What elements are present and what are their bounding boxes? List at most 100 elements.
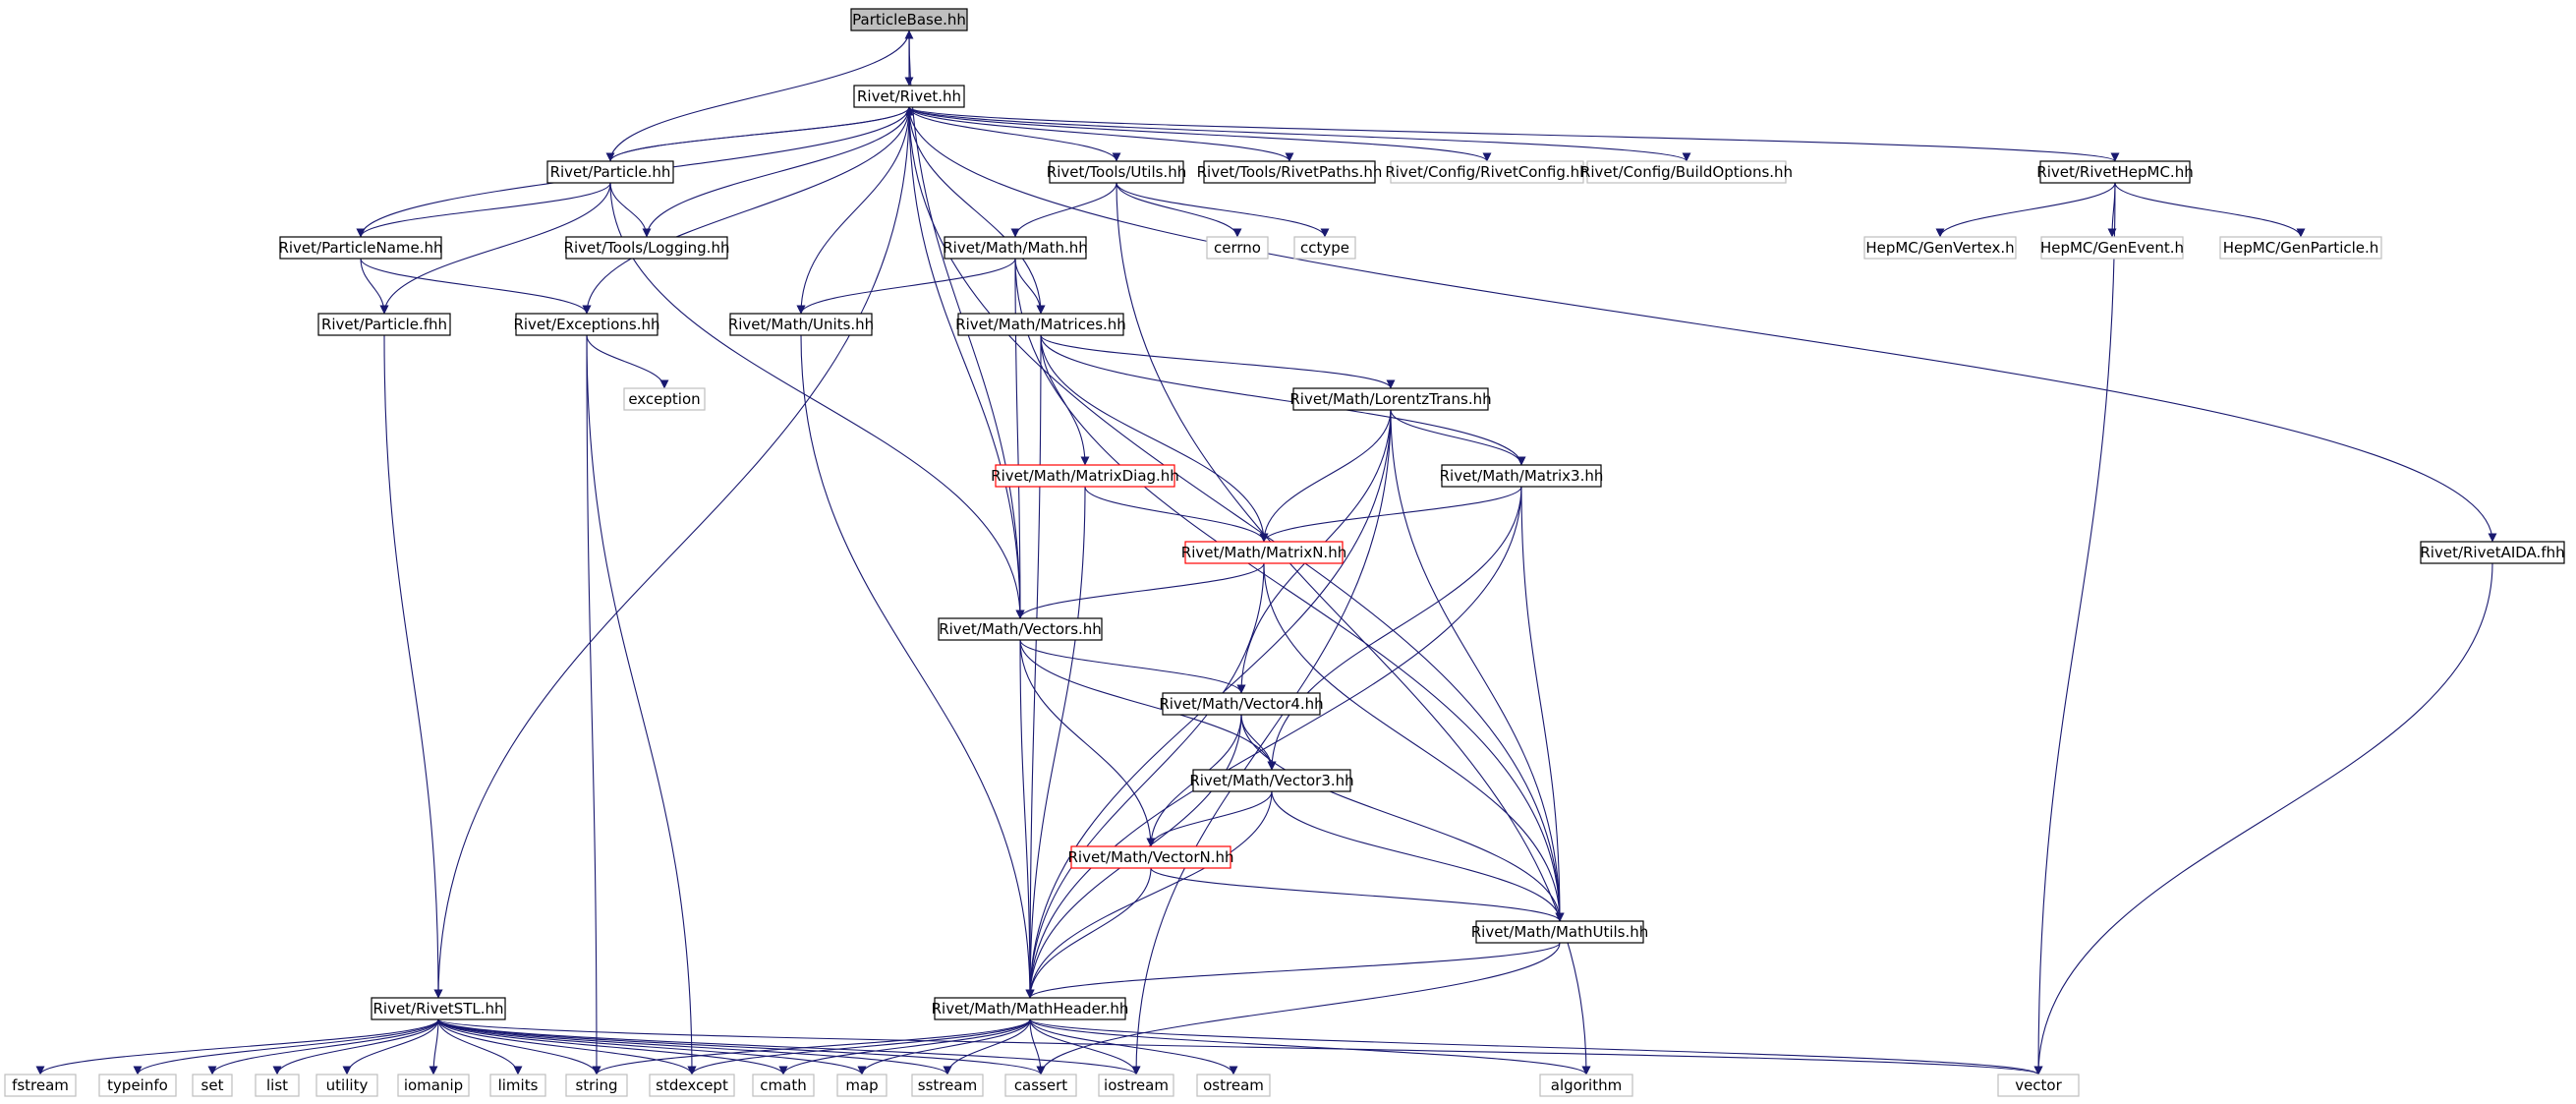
edge-rivethepmc-to-vector — [2033, 182, 2116, 1075]
edge-vector3-to-vectorn — [1146, 790, 1273, 847]
node-stdexcept[interactable]: stdexcept — [649, 1074, 735, 1097]
node-utility[interactable]: utility — [315, 1074, 378, 1097]
node-mathheader[interactable]: Rivet/Math/MathHeader.hh — [932, 997, 1129, 1020]
edge-rivet-to-buildoptions — [908, 106, 1691, 162]
node-box-mathheader — [934, 997, 1126, 1020]
node-exceptions[interactable]: Rivet/Exceptions.hh — [513, 313, 660, 336]
node-iomanip[interactable]: iomanip — [397, 1074, 470, 1097]
edge-utils-to-cctype — [1116, 182, 1330, 238]
edge-lorentztrans-to-matrixn — [1259, 409, 1392, 543]
edge-mathheader-to-algorithm — [1029, 1018, 1591, 1075]
node-box-exceptions — [515, 313, 658, 336]
edge-rivet-to-rivetpaths — [908, 106, 1294, 162]
node-mathutils[interactable]: Rivet/Math/MathUtils.hh — [1471, 920, 1649, 944]
edge-rivet-to-rivethepmc — [908, 106, 2120, 162]
node-matrixdiag[interactable]: Rivet/Math/MatrixDiag.hh — [991, 464, 1179, 488]
edge-matrix3-to-mathutils — [1520, 486, 1565, 922]
node-matrixn[interactable]: Rivet/Math/MatrixN.hh — [1181, 541, 1346, 564]
node-matrices[interactable]: Rivet/Math/Matrices.hh — [955, 313, 1126, 336]
node-ostream[interactable]: ostream — [1196, 1074, 1271, 1097]
node-rivetaida[interactable]: Rivet/RivetAIDA.fhh — [2420, 541, 2565, 564]
edge-rivetstl-to-utility — [342, 1018, 439, 1075]
node-units[interactable]: Rivet/Math/Units.hh — [728, 313, 874, 336]
node-algorithm[interactable]: algorithm — [1539, 1074, 1633, 1097]
edge-rivethepmc-to-genparticle — [2114, 182, 2306, 238]
node-genvertex[interactable]: HepMC/GenVertex.h — [1863, 236, 2017, 260]
node-map[interactable]: map — [836, 1074, 887, 1097]
edge-rivet-to-rivetconfig — [908, 106, 1492, 162]
node-label-set: set — [201, 1076, 224, 1094]
node-lorentztrans[interactable]: Rivet/Math/LorentzTrans.hh — [1289, 387, 1492, 411]
node-label-iostream: iostream — [1104, 1076, 1169, 1094]
node-string[interactable]: string — [565, 1074, 628, 1097]
node-vector4[interactable]: Rivet/Math/Vector4.hh — [1159, 692, 1324, 716]
node-set[interactable]: set — [192, 1074, 233, 1097]
node-buildoptions[interactable]: Rivet/Config/BuildOptions.hh — [1580, 160, 1793, 184]
node-vector3[interactable]: Rivet/Math/Vector3.hh — [1189, 769, 1354, 792]
node-iostream[interactable]: iostream — [1098, 1074, 1174, 1097]
node-limits[interactable]: limits — [489, 1074, 546, 1097]
node-label-cctype: cctype — [1300, 239, 1349, 257]
node-box-ostream — [1196, 1074, 1271, 1097]
node-label-algorithm: algorithm — [1551, 1076, 1622, 1094]
edge-mathutils-to-mathheader — [1025, 942, 1561, 999]
node-typeinfo[interactable]: typeinfo — [98, 1074, 177, 1097]
node-label-rivetstl: Rivet/RivetSTL.hh — [372, 1000, 503, 1017]
node-particlename[interactable]: Rivet/ParticleName.hh — [278, 236, 443, 260]
edge-matrixn-to-mathheader — [1025, 562, 1265, 999]
node-rivetconfig[interactable]: Rivet/Config/RivetConfig.hh — [1385, 160, 1589, 184]
node-vectorn[interactable]: Rivet/Math/VectorN.hh — [1067, 845, 1234, 869]
node-rivetpaths[interactable]: Rivet/Tools/RivetPaths.hh — [1197, 160, 1383, 184]
node-label-utility: utility — [326, 1076, 369, 1094]
edge-vector4-to-vector3 — [1240, 714, 1277, 771]
node-label-sstream: sstream — [918, 1076, 977, 1094]
edge-matrices-to-matrixdiag — [1040, 334, 1090, 466]
node-particlefhh[interactable]: Rivet/Particle.fhh — [317, 313, 451, 336]
node-box-vectorn — [1070, 845, 1231, 869]
node-box-cctype — [1293, 236, 1356, 260]
node-label-rivetaida: Rivet/RivetAIDA.fhh — [2420, 544, 2564, 561]
edge-mathheader-to-map — [857, 1018, 1031, 1075]
node-matrix3[interactable]: Rivet/Math/Matrix3.hh — [1440, 464, 1604, 488]
edge-vectorn-to-mathutils — [1150, 867, 1565, 922]
edge-mathheader-to-sstream — [943, 1018, 1031, 1075]
edge-mathheader-to-stdexcept — [687, 1018, 1031, 1075]
node-label-particle: Rivet/Particle.hh — [550, 163, 671, 181]
node-label-buildoptions: Rivet/Config/BuildOptions.hh — [1580, 163, 1793, 181]
node-box-set — [192, 1074, 233, 1097]
node-vector[interactable]: vector — [1997, 1074, 2080, 1097]
node-fstream[interactable]: fstream — [4, 1074, 77, 1097]
node-genevent[interactable]: HepMC/GenEvent.h — [2040, 236, 2184, 260]
node-cassert[interactable]: cassert — [1004, 1074, 1077, 1097]
node-exception[interactable]: exception — [623, 387, 706, 411]
node-cmath[interactable]: cmath — [752, 1074, 815, 1097]
node-box-matrix3 — [1441, 464, 1602, 488]
edge-rivet-to-units — [796, 106, 910, 315]
node-rivetstl[interactable]: Rivet/RivetSTL.hh — [371, 997, 506, 1020]
node-box-string — [565, 1074, 628, 1097]
node-particlebase[interactable]: ParticleBase.hh — [850, 8, 968, 31]
edge-particlename-to-exceptions — [360, 258, 592, 315]
node-logging[interactable]: Rivet/Tools/Logging.hh — [564, 236, 730, 260]
node-rivet[interactable]: Rivet/Rivet.hh — [853, 85, 965, 108]
node-genparticle[interactable]: HepMC/GenParticle.h — [2219, 236, 2382, 260]
node-sstream[interactable]: sstream — [911, 1074, 984, 1097]
node-vectors[interactable]: Rivet/Math/Vectors.hh — [938, 617, 1103, 641]
edge-rivetstl-to-list — [272, 1018, 439, 1075]
node-box-vector3 — [1192, 769, 1351, 792]
node-particle[interactable]: Rivet/Particle.hh — [546, 160, 674, 184]
node-math[interactable]: Rivet/Math/Math.hh — [943, 236, 1088, 260]
node-label-units: Rivet/Math/Units.hh — [728, 316, 874, 333]
node-label-particlefhh: Rivet/Particle.fhh — [321, 316, 447, 333]
node-label-matrixn: Rivet/Math/MatrixN.hh — [1181, 544, 1346, 561]
node-utils[interactable]: Rivet/Tools/Utils.hh — [1047, 160, 1186, 184]
node-cctype[interactable]: cctype — [1293, 236, 1356, 260]
node-rivethepmc[interactable]: Rivet/RivetHepMC.hh — [2036, 160, 2194, 184]
edge-vectors-to-mathheader — [1019, 639, 1035, 999]
node-label-math: Rivet/Math/Math.hh — [943, 239, 1088, 257]
node-cerrno[interactable]: cerrno — [1206, 236, 1269, 260]
node-list[interactable]: list — [255, 1074, 300, 1097]
node-box-list — [255, 1074, 300, 1097]
node-label-exception: exception — [628, 390, 700, 408]
